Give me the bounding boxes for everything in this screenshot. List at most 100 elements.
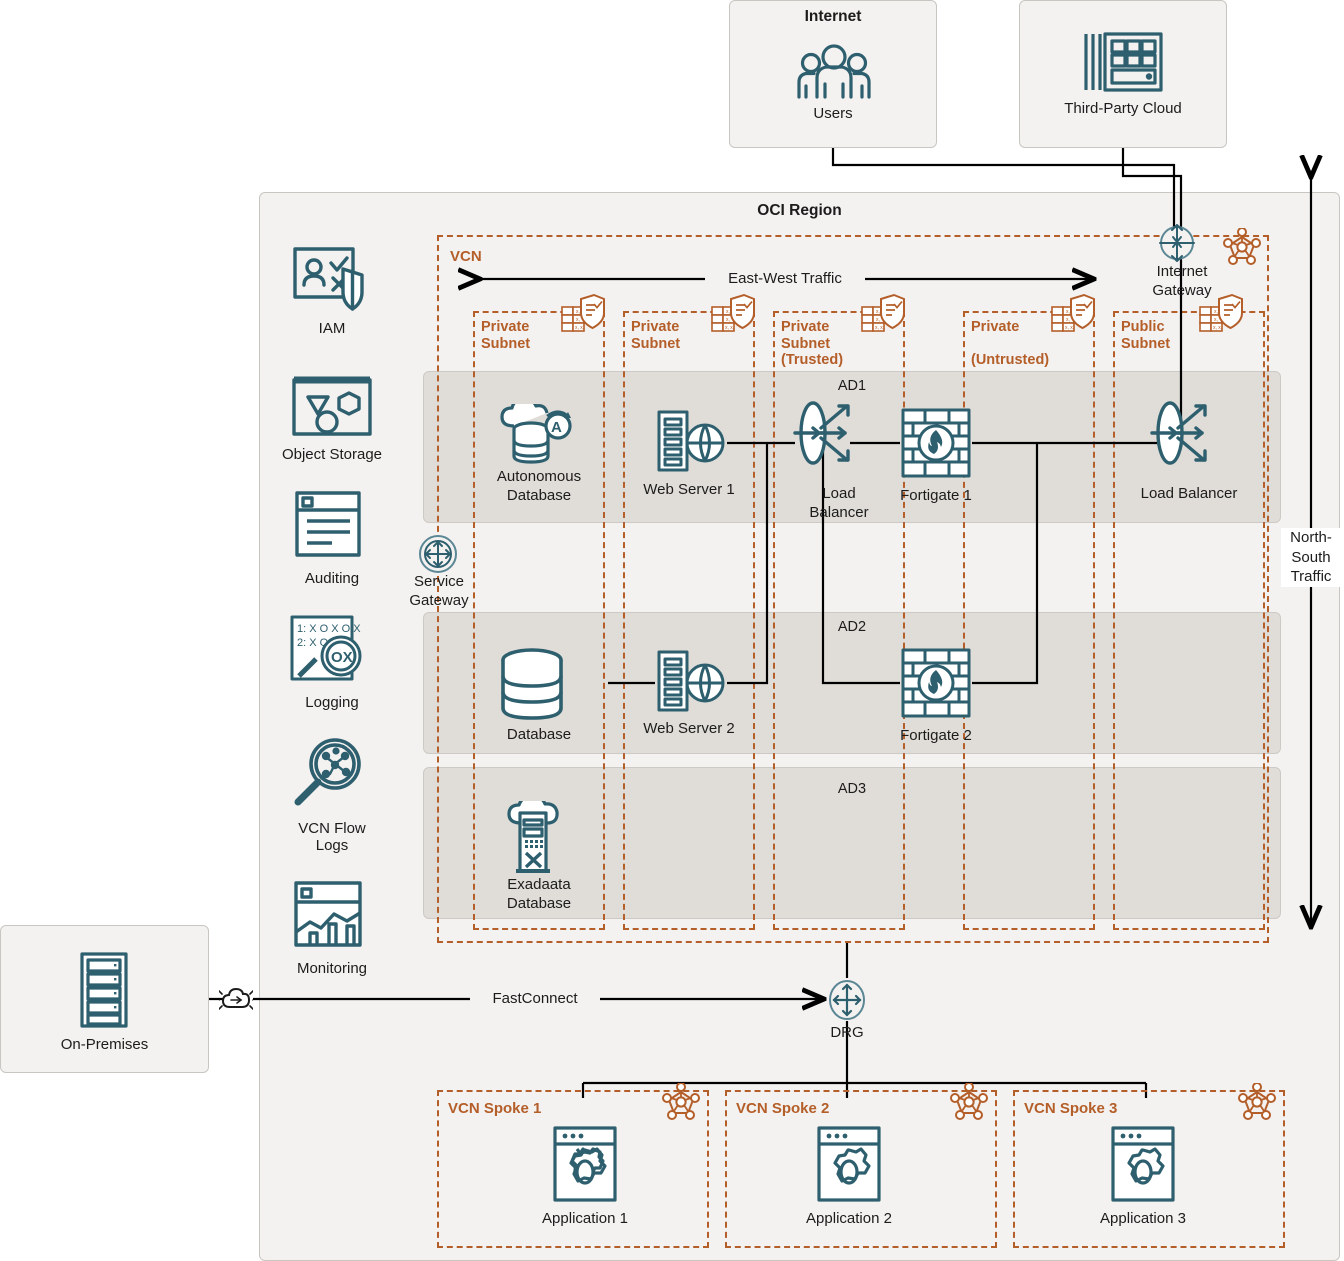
- load-balancer-public-icon[interactable]: [1148, 398, 1216, 473]
- application-1-icon[interactable]: [551, 1126, 619, 1207]
- route-table-security-list-icon-5: x,x,x, x,: [1199, 293, 1243, 342]
- internet-cloud-icon: [217, 984, 255, 1021]
- database-label: Database: [506, 726, 572, 743]
- private-subnet-trusted-label: Private Subnet (Trusted): [781, 319, 844, 369]
- third-party-cloud-label: Third-Party Cloud: [1064, 100, 1182, 117]
- monitoring-label: Monitoring: [296, 960, 368, 977]
- route-table-security-list-icon-4: x, x, x, x,: [1051, 293, 1095, 342]
- private-subnet-2-label: Private Subnet: [631, 319, 681, 352]
- users-icon: [795, 42, 873, 109]
- drg-label: DRG: [830, 1024, 864, 1041]
- iam-label: IAM: [318, 320, 346, 337]
- auditing-label: Auditing: [304, 570, 360, 587]
- fortigate-2-label: Fortigate 2: [900, 727, 972, 744]
- svg-text:x,: x,: [576, 317, 580, 323]
- route-table-security-list-icon-2: x, x, x, x,: [711, 293, 755, 342]
- ad3-band: [423, 767, 1281, 919]
- private-subnet-untrusted-boundary: [963, 311, 1095, 930]
- load-balancer-public-label: Load Balancer: [1140, 485, 1238, 502]
- web-server-1-icon[interactable]: [655, 410, 727, 479]
- private-subnet-1-label: Private Subnet: [481, 319, 531, 352]
- application-3-icon[interactable]: [1109, 1126, 1177, 1207]
- application-3-label: Application 3: [1100, 1210, 1186, 1227]
- svg-text:1: X O X O X: 1: X O X O X: [297, 623, 361, 635]
- logging-icon: 1: X O X O X 2: X O OX: [289, 614, 371, 691]
- svg-text:x,: x,: [726, 317, 730, 323]
- on-premises-icon: [78, 952, 130, 1033]
- private-subnet-2-boundary: [623, 311, 755, 930]
- vcn-label: VCN: [450, 248, 482, 265]
- vcn-spoke-1-boundary: [437, 1090, 709, 1248]
- application-2-icon[interactable]: [815, 1126, 883, 1207]
- web-server-1-label: Web Server 1: [643, 481, 735, 498]
- svg-text:x,: x,: [876, 309, 880, 315]
- private-subnet-1-boundary: [473, 311, 605, 930]
- public-subnet-boundary: [1113, 311, 1265, 930]
- vcn-network-icon-spoke-3: [1237, 1082, 1277, 1126]
- web-server-2-icon[interactable]: [655, 650, 727, 719]
- iam-icon: [293, 247, 369, 318]
- load-balancer-internal-icon[interactable]: [791, 398, 859, 473]
- drg-icon[interactable]: [826, 978, 868, 1027]
- third-party-cloud-box: [1019, 0, 1227, 148]
- on-premises-label: On-Premises: [60, 1036, 149, 1053]
- application-1-label: Application 1: [542, 1210, 628, 1227]
- internet-gateway-label: Internet Gateway: [1152, 263, 1212, 299]
- database-icon[interactable]: [498, 648, 566, 725]
- service-gateway-icon[interactable]: [417, 533, 459, 580]
- vcn-boundary: [437, 235, 1269, 943]
- internet-title: Internet: [804, 8, 862, 25]
- service-gateway-label: Service Gateway: [409, 573, 469, 609]
- svg-text:x,: x,: [1214, 309, 1218, 315]
- svg-text:x,: x,: [726, 309, 730, 315]
- private-subnet-untrusted-label: Private (Untrusted): [971, 319, 1050, 369]
- internet-gateway-icon[interactable]: [1158, 223, 1196, 267]
- monitoring-icon: [293, 880, 369, 953]
- vcn-flow-logs-icon: [288, 737, 370, 814]
- svg-text:OX: OX: [331, 649, 353, 666]
- north-south-traffic-label: North- South Traffic: [1281, 528, 1341, 587]
- vcn-spoke-2-label: VCN Spoke 2: [736, 1100, 830, 1117]
- private-subnet-trusted-boundary: [773, 311, 905, 930]
- oci-region-title: OCI Region: [757, 202, 842, 219]
- vcn-spoke-2-boundary: [725, 1090, 997, 1248]
- fastconnect-label: FastConnect: [470, 990, 600, 1008]
- vcn-network-icon-main: [1222, 227, 1262, 271]
- load-balancer-internal-label: Load Balancer: [809, 485, 869, 521]
- svg-text:A: A: [551, 419, 562, 436]
- autonomous-database-label: Autonomous Database: [496, 468, 582, 504]
- east-west-traffic-label: East-West Traffic: [705, 270, 865, 288]
- autonomous-database-icon[interactable]: A: [500, 397, 576, 471]
- svg-text:x, x,: x, x,: [1065, 325, 1074, 331]
- svg-text:x,: x,: [1066, 317, 1070, 323]
- users-label: Users: [813, 105, 853, 122]
- vcn-spoke-1-label: VCN Spoke 1: [448, 1100, 542, 1117]
- svg-text:x,: x,: [1066, 309, 1070, 315]
- svg-text:x, x,: x, x,: [725, 325, 734, 331]
- application-2-label: Application 2: [806, 1210, 892, 1227]
- svg-text:x, x,: x, x,: [875, 325, 884, 331]
- svg-text:x,: x,: [876, 317, 880, 323]
- svg-text:x, x,: x, x,: [1213, 325, 1222, 331]
- exadata-database-icon[interactable]: [505, 794, 565, 880]
- vcn-spoke-3-boundary: [1013, 1090, 1285, 1248]
- route-table-security-list-icon-3: x, x, x, x,: [861, 293, 905, 342]
- ad3-label: AD3: [837, 781, 867, 797]
- svg-text:x,: x,: [576, 309, 580, 315]
- svg-text:2: X O: 2: X O: [297, 637, 329, 649]
- fortigate-1-icon[interactable]: [901, 408, 971, 483]
- vcn-network-icon-spoke-2: [949, 1082, 989, 1126]
- route-table-security-list-icon-1: x,x,x, x,: [561, 293, 605, 342]
- web-server-2-label: Web Server 2: [643, 720, 735, 737]
- fortigate-1-label: Fortigate 1: [900, 487, 972, 504]
- internet-box: [729, 0, 937, 148]
- fortigate-2-icon[interactable]: [901, 648, 971, 723]
- vcn-network-icon-spoke-1: [661, 1082, 701, 1126]
- object-storage-icon: [291, 372, 373, 443]
- vcn-flow-logs-label: VCN Flow Logs: [298, 820, 366, 855]
- exadata-database-label: Exadaata Database: [506, 876, 572, 912]
- object-storage-label: Object Storage: [281, 446, 383, 463]
- ad1-label: AD1: [837, 378, 867, 394]
- auditing-icon: [294, 490, 368, 563]
